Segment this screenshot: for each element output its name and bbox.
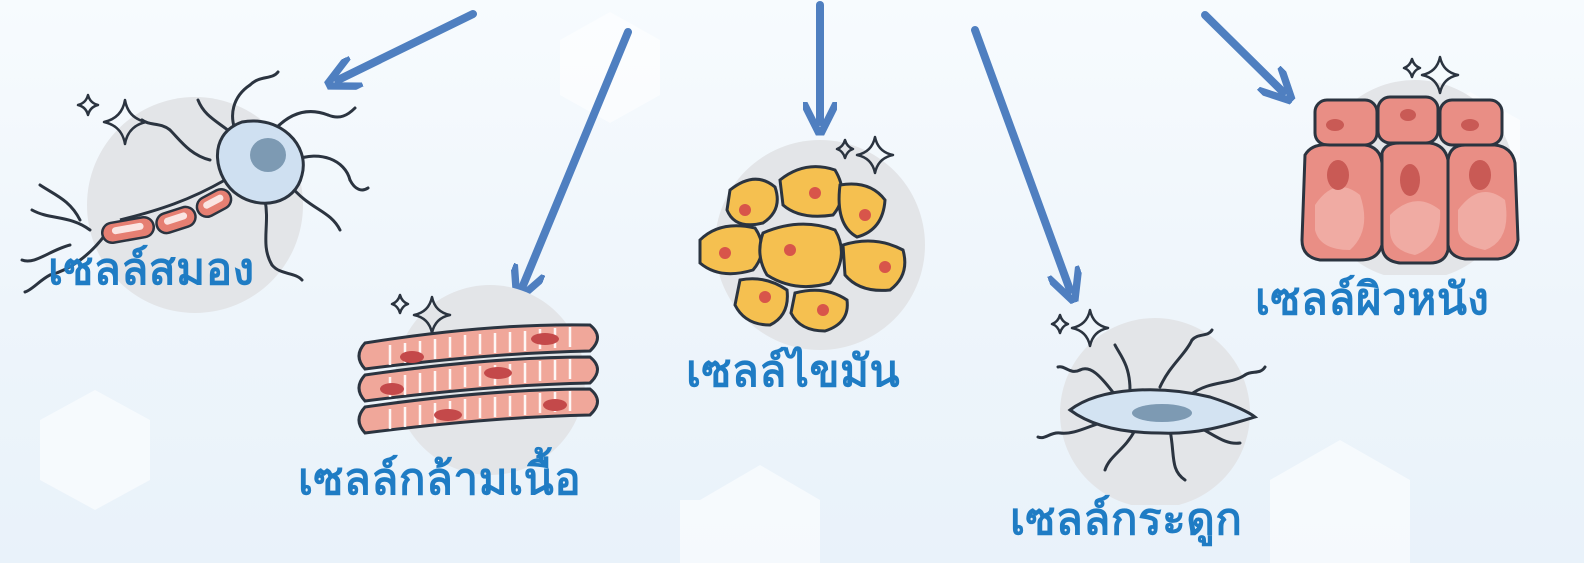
bone-cell-label: เซลล์กระดูก [1010, 498, 1242, 542]
muscle-cell-label: เซลล์กล้ามเนื้อ [298, 458, 581, 502]
muscle-fiber-icon [350, 265, 630, 475]
brain-cell-label: เซลล์สมอง [48, 248, 255, 292]
fat-cell-icon [685, 125, 955, 350]
arrow-to-bone-cell [975, 30, 1070, 290]
skin-cell-icon [1290, 45, 1540, 275]
fat-cell-label: เซลล์ไขมัน [686, 350, 900, 394]
osteocyte-icon [1020, 295, 1290, 505]
skin-cell-label: เซลล์ผิวหนัง [1255, 278, 1489, 322]
arrow-to-skin-cell [1205, 15, 1283, 92]
